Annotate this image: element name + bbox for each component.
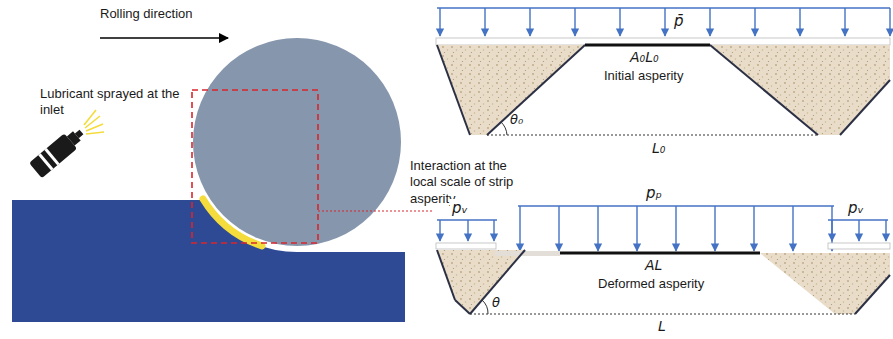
asperity-right [710,45,890,135]
lubricant-film [203,199,262,246]
angle-arc [501,122,507,135]
pressure-symbol: p̄ [672,12,686,31]
interaction-note: Interaction at the local scale of strip … [410,158,532,207]
base-line [487,135,818,136]
focus-box [192,90,318,243]
sprayer-note: Lubricant sprayed at the inlet [40,86,180,119]
leader-line [318,211,432,212]
lubricant-sprayer [29,124,88,178]
direction-arrow [100,37,228,39]
area-symbol: A₀L₀ [630,49,659,67]
spray-jet [84,110,104,134]
angle-symbol: θ [492,295,500,311]
asperity-caption: Deformed asperity [598,276,704,292]
pressure-symbol: pᵥ [450,199,470,218]
direction-label: Rolling direction [100,6,193,22]
pressure-symbol: pₚ [644,184,664,203]
deformed-asperity-right [760,253,890,314]
asperity-caption: Initial asperity [604,68,683,84]
area-symbol: AL [645,257,662,275]
roll-gap [187,32,407,252]
angle-symbol: θ₀ [510,112,523,128]
contact-plateau [585,44,710,47]
pressure-plate [436,38,890,45]
pressure-symbol: pᵥ [846,199,866,218]
pressure-arrows-deformed [437,206,888,251]
pressure-arrows-initial [437,8,890,36]
length-symbol: L [658,318,666,336]
length-symbol: L₀ [652,140,665,158]
asperity-left [437,45,585,135]
flattened-zone [495,251,560,256]
deformed-asperity-left [437,250,525,314]
roll [193,38,401,246]
